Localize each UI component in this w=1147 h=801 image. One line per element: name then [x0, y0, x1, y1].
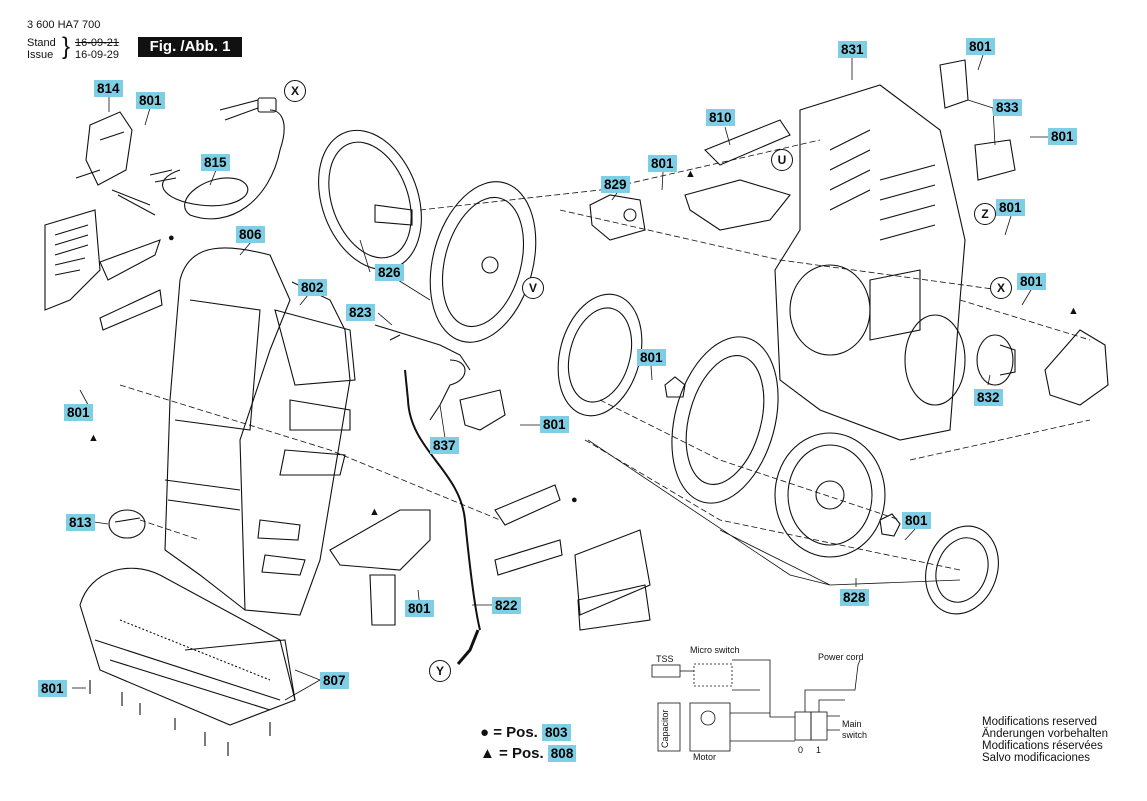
mod-es: Salvo modificaciones	[982, 752, 1091, 764]
callout-822: 822	[492, 597, 521, 614]
wiring-pos-0: 0	[798, 745, 804, 755]
wiring-main-switch-2: switch	[842, 730, 868, 740]
wiring-main-switch: Main	[842, 719, 862, 729]
part-815	[149, 97, 285, 220]
callout-814: 814	[94, 80, 123, 97]
wiring-tss: TSS	[656, 654, 674, 664]
callout-801: 801	[136, 92, 165, 109]
callout-806: 806	[236, 226, 265, 243]
callout-810: 810	[706, 109, 735, 126]
part-810	[684, 119, 791, 231]
ref-x: X	[284, 80, 306, 102]
part-831-frame	[774, 84, 966, 441]
triangle-marker: ▲	[369, 506, 380, 518]
legend-triangle-text: ▲ = Pos.	[480, 745, 544, 762]
callout-801: 801	[996, 199, 1025, 216]
old-date: 16-09-21	[75, 37, 120, 49]
wiring-schematic	[651, 659, 861, 752]
legend-dot-value: 803	[542, 724, 571, 741]
callout-826: 826	[375, 264, 404, 281]
part-823-837-connector	[374, 324, 506, 431]
mod-de: Änderungen vorbehalten	[982, 728, 1108, 740]
mod-en: Modifications reserved	[982, 716, 1098, 728]
callout-807: 807	[320, 672, 349, 689]
triangle-marker: ▲	[685, 168, 696, 180]
ref-v: V	[522, 277, 544, 299]
callout-833: 833	[993, 99, 1022, 116]
part-803-right-panels	[494, 484, 651, 631]
figure-label: Fig. /Abb. 1	[138, 37, 242, 57]
mod-fr: Modifications réservées	[982, 740, 1103, 752]
dot-marker: ●	[571, 494, 578, 506]
callout-801: 801	[38, 680, 67, 697]
stand-label: Stand	[27, 37, 56, 49]
callout-801: 801	[405, 600, 434, 617]
new-date: 16-09-29	[75, 49, 120, 61]
wiring-power-cord: Power cord	[818, 652, 864, 662]
dot-marker: ●	[168, 232, 175, 244]
part-808-holder	[329, 509, 431, 626]
wiring-pos-1: 1	[816, 745, 822, 755]
legend-triangle-value: 808	[547, 745, 577, 762]
callout-829: 829	[601, 176, 630, 193]
ref-x: X	[990, 277, 1012, 299]
ref-z: Z	[974, 203, 996, 225]
triangle-marker: ▲	[88, 432, 99, 444]
part-832	[976, 334, 1016, 386]
callout-801: 801	[540, 416, 569, 433]
callout-832: 832	[974, 389, 1003, 406]
legend-triangle: ▲ = Pos. 808	[480, 745, 577, 762]
part-806-housing	[164, 247, 356, 616]
part-808-cover-right	[1044, 329, 1109, 406]
callout-801: 801	[966, 38, 995, 55]
wiring-capacitor: Capacitor	[660, 709, 670, 748]
part-814	[75, 111, 156, 216]
callout-801: 801	[637, 349, 666, 366]
legend-dot-text: ● = Pos.	[480, 724, 538, 741]
callout-801: 801	[1048, 128, 1077, 145]
issue-label: Issue	[27, 49, 54, 61]
callout-802: 802	[298, 279, 327, 296]
part-833	[939, 59, 1016, 181]
callout-828: 828	[840, 589, 869, 606]
callout-837: 837	[430, 437, 459, 454]
part-813-knob	[108, 509, 146, 539]
ref-y: Y	[429, 660, 451, 682]
wiring-micro-switch: Micro switch	[690, 645, 740, 655]
callout-801: 801	[902, 512, 931, 529]
callout-801: 801	[64, 404, 93, 421]
part-829	[589, 194, 646, 241]
callout-801: 801	[648, 155, 677, 172]
part-807-base	[79, 567, 296, 726]
callout-815: 815	[201, 154, 230, 171]
doc-number: 3 600 HA7 700	[27, 19, 101, 31]
brace: }	[62, 33, 71, 60]
legend-dot: ● = Pos. 803	[480, 724, 571, 741]
ref-u: U	[771, 149, 793, 171]
leader-lines	[72, 54, 1048, 701]
screws-807	[89, 680, 271, 756]
callout-813: 813	[66, 514, 95, 531]
callout-831: 831	[838, 41, 867, 58]
modifications-notice: Modifications reserved Änderungen vorbeh…	[982, 716, 1108, 764]
part-826-hose-reel	[318, 129, 537, 343]
part-822-hose	[404, 369, 481, 665]
triangle-marker: ▲	[1068, 305, 1079, 317]
callout-823: 823	[346, 304, 375, 321]
callout-801: 801	[1017, 273, 1046, 290]
assembly-dash-lines	[119, 139, 1091, 571]
part-803-side-panel	[44, 209, 163, 331]
wiring-motor: Motor	[693, 752, 717, 762]
